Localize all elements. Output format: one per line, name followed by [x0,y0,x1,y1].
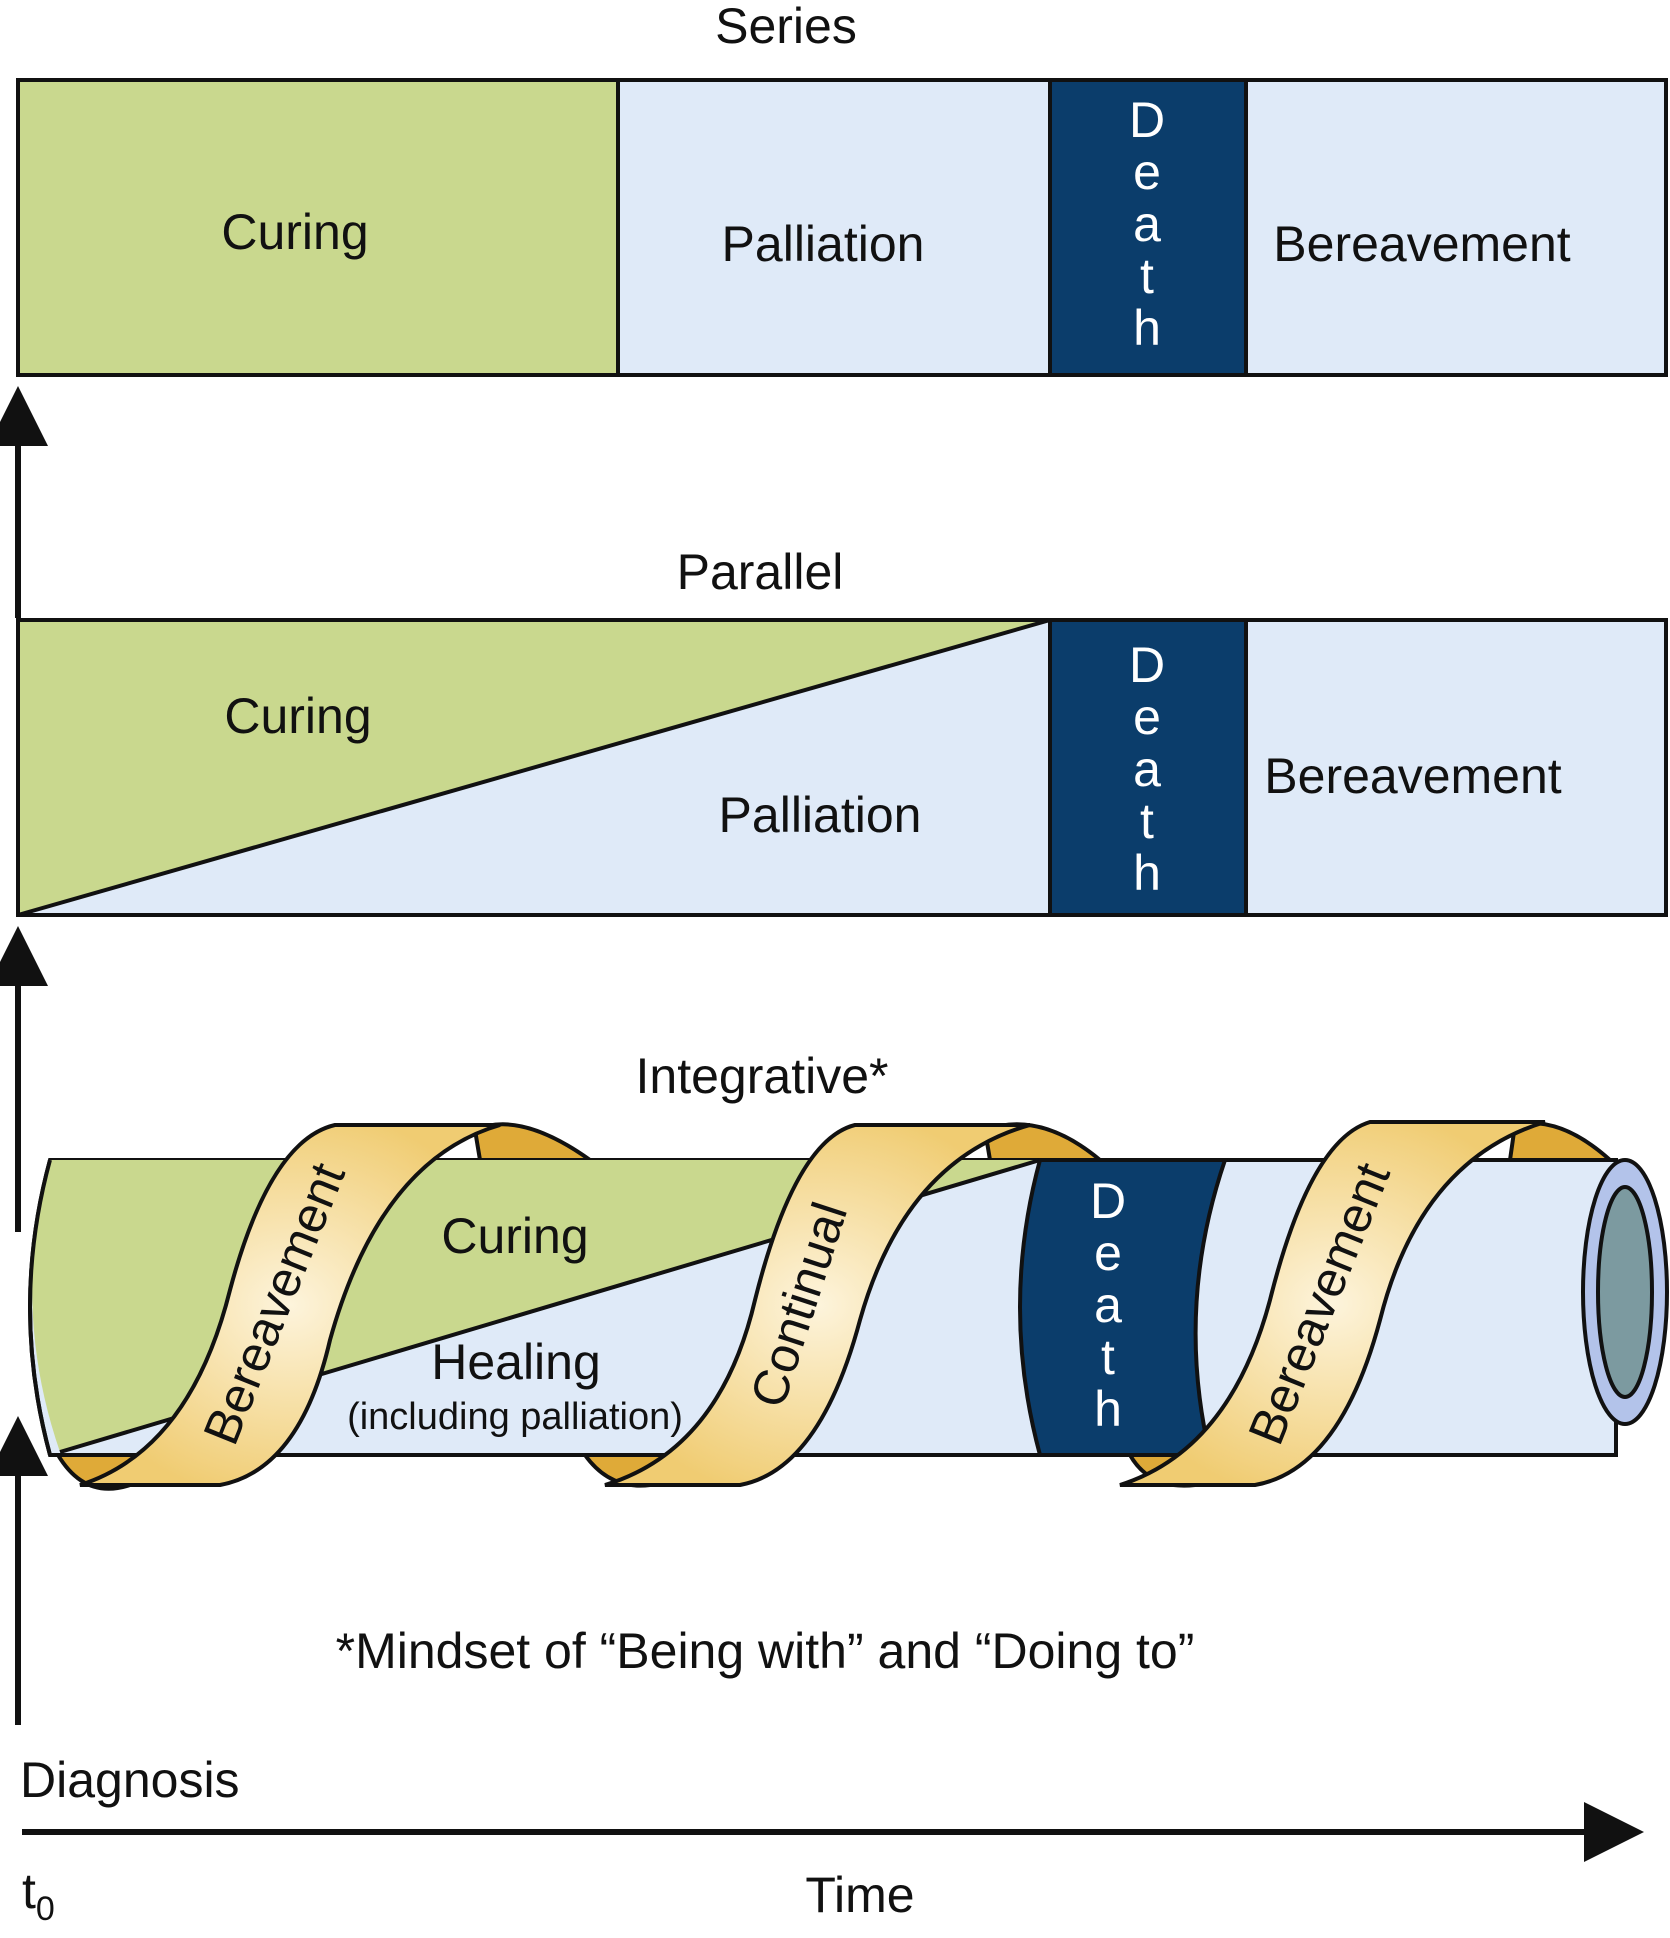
parallel-title: Parallel [677,544,844,600]
death-letter: t [1101,1329,1115,1385]
parallel-divider-line [17,618,1051,917]
time-label: Time [805,1867,914,1923]
death-letter: e [1094,1225,1122,1281]
parallel-curing-label: Curing [224,688,371,744]
ribbon-band [604,1123,1031,1487]
death-letter: h [1094,1381,1122,1437]
series-title: Series [715,0,857,54]
integrative-death-label: D e a t h [1090,1173,1126,1437]
ribbon-band [1119,1120,1546,1487]
series-palliation-label: Palliation [722,216,925,272]
series-panel: Series Curing Palliation D e a t h Berea… [16,0,1668,377]
parallel-bereavement-label: Bereavement [1264,748,1561,804]
parallel-bereavement-block [1244,618,1668,917]
integrative-panel: Integrative* D e a t h Curing Healing (i… [28,1048,1669,1679]
parallel-palliation-label: Palliation [719,787,922,843]
diagnosis-label: Diagnosis [20,1752,240,1808]
tube-end-hole [1596,1185,1654,1399]
death-letter: e [1133,144,1161,200]
ribbon-inner-back [472,1122,597,1162]
series-curing-block [16,78,620,377]
death-letter: D [1129,637,1165,693]
integrative-footnote: *Mindset of “Being with” and “Doing to” [336,1623,1195,1679]
death-letter: t [1140,793,1154,849]
series-death-label: D e a t h [1129,92,1165,356]
series-curing-label: Curing [221,204,368,260]
series-bereavement-label: Bereavement [1273,216,1570,272]
integrative-healing-sublabel: (including palliation) [347,1396,683,1438]
death-letter: D [1129,92,1165,148]
ribbon-band [79,1123,501,1487]
death-letter: t [1140,248,1154,304]
parallel-death-label: D e a t h [1129,637,1165,901]
series-bereavement-block [1244,78,1668,377]
death-letter: a [1094,1277,1122,1333]
parallel-panel: Parallel Curing Palliation D e a t h Ber… [16,544,1668,917]
integrative-curing-label: Curing [441,1208,588,1264]
integrative-title: Integrative* [636,1048,889,1104]
integrative-healing-label: Healing [431,1334,601,1390]
parallel-death-block [1048,618,1248,917]
death-letter: h [1133,845,1161,901]
death-letter: D [1090,1173,1126,1229]
series-palliation-block [616,78,1052,377]
t0-label: t0 [22,1863,55,1928]
series-death-block [1048,78,1248,377]
death-letter: h [1133,300,1161,356]
death-letter: a [1133,741,1161,797]
death-letter: e [1133,689,1161,745]
time-axis: Diagnosis t0 Time [20,1752,1644,1928]
death-letter: a [1133,196,1161,252]
